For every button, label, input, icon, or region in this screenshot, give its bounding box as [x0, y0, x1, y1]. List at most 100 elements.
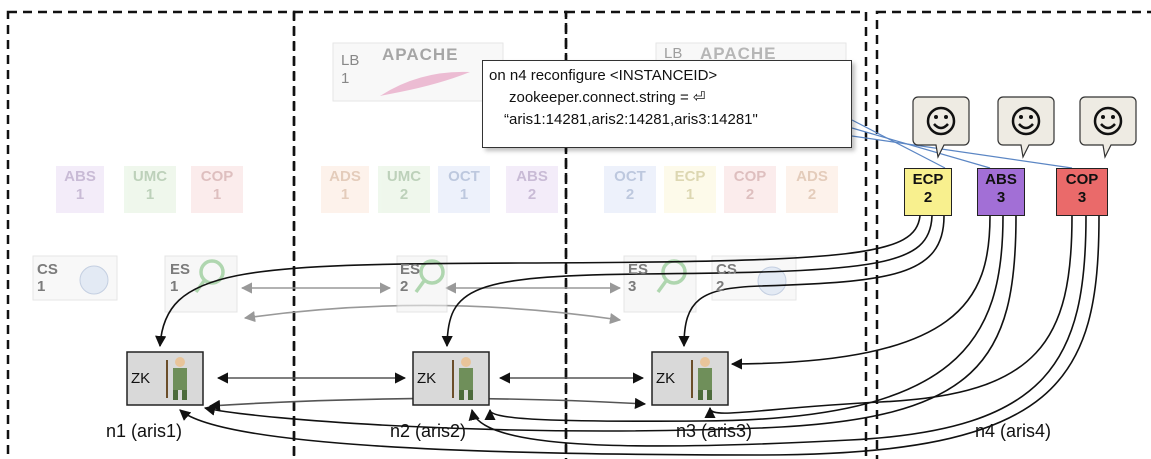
zk-boxes	[126, 351, 729, 406]
node-boundary-n4	[875, 10, 1151, 459]
apache-wordmark-2: APACHE	[700, 44, 777, 63]
service-name: OCT	[448, 168, 480, 185]
magnifier-icon	[199, 259, 225, 285]
service-number: 1	[685, 186, 695, 203]
smiley-bubbles	[912, 96, 1137, 159]
magnifier-icon	[419, 259, 445, 285]
cs-globe-icon	[757, 266, 787, 296]
lb-1-number: 1	[341, 70, 350, 87]
service-oct-2: OCT 2	[604, 166, 656, 213]
node-label-n1: n1 (aris1)	[106, 421, 183, 441]
es-3-box	[623, 255, 697, 313]
zk-2-label: ZK	[417, 370, 437, 387]
cop-to-zk1	[179, 215, 1100, 456]
abs-to-zk3	[730, 215, 991, 370]
service-umc-2: UMC 2	[378, 166, 430, 213]
zk-box-n2	[412, 351, 490, 406]
service-name: COP	[200, 168, 234, 185]
cs-1-label: CS 1	[37, 261, 58, 295]
node-label-n3: n3 (aris3)	[676, 421, 753, 441]
service-name: COP	[1065, 171, 1099, 188]
service-name: OCT	[614, 168, 646, 185]
service-abs-1: ABS 1	[56, 166, 104, 213]
es-3-label: ES 3	[628, 261, 648, 295]
zookeeper-icon	[166, 357, 187, 400]
es-name: ES	[170, 261, 191, 278]
es-name: ES	[400, 261, 421, 278]
service-ads-2: ADS 2	[786, 166, 838, 213]
cs-number: 2	[716, 278, 725, 295]
lb-2-label: LB	[664, 45, 682, 63]
zookeeper-icon	[691, 357, 712, 400]
service-number: 1	[145, 186, 155, 203]
cs-logos	[32, 255, 797, 301]
zookeeper-icon	[452, 357, 473, 400]
service-name: UMC	[132, 168, 168, 185]
lb-1-name: LB	[341, 52, 360, 69]
callout-line-1: on n4 reconfigure <INSTANCEID>	[489, 67, 718, 84]
ecp-to-zk3	[678, 215, 945, 348]
service-abs-2: ABS 2	[506, 166, 558, 213]
es-number: 2	[400, 278, 409, 295]
callout-line-3: “aris1:14281,aris2:14281,aris3:14281"	[504, 111, 758, 128]
service-number: 1	[459, 186, 469, 203]
service-number: 2	[527, 186, 537, 203]
abs-to-zk1	[203, 215, 1017, 432]
node-label-n4: n4 (aris4)	[975, 421, 1052, 441]
node-boundaries	[6, 10, 1151, 459]
service-cop-1: COP 1	[191, 166, 243, 213]
service-number: 1	[212, 186, 222, 203]
apache-lb-1	[332, 42, 504, 102]
es-1-label: ES 1	[170, 261, 190, 295]
zk-3-label: ZK	[656, 370, 676, 387]
cop-to-zk3	[704, 215, 1073, 419]
cs-name: CS	[716, 261, 737, 278]
ecp-to-zk2	[441, 215, 933, 348]
abs-to-zk2	[484, 215, 1004, 423]
service-number: 1	[340, 186, 350, 203]
service-abs-3: ABS 3	[977, 168, 1025, 216]
node-boundary-n3	[564, 10, 868, 459]
smiley-bubble-cop	[1079, 96, 1137, 159]
service-number: 1	[75, 186, 85, 203]
apache-wordmark-1: APACHE	[382, 45, 459, 64]
smiley-bubble-ecp	[912, 96, 970, 159]
cop-to-zk2	[468, 215, 1087, 447]
service-umc-1: UMC 1	[124, 166, 176, 213]
ecp-to-zk1	[155, 215, 921, 348]
service-number: 3	[996, 189, 1006, 206]
lb-2-name: LB	[664, 45, 683, 62]
cs-number: 1	[37, 278, 46, 295]
es-number: 3	[628, 278, 637, 295]
callout-line-2: zookeeper.connect.string = ⏎	[509, 89, 706, 106]
cs-globe-icon	[79, 265, 109, 295]
cs-name: CS	[37, 261, 58, 278]
service-ecp-1: ECP 1	[664, 166, 716, 213]
service-number: 2	[399, 186, 409, 203]
es-number: 1	[170, 278, 179, 295]
service-cop-3: COP 3	[1056, 168, 1108, 216]
service-number: 3	[1077, 189, 1087, 206]
smiley-icon	[926, 106, 956, 136]
es-name: ES	[628, 261, 649, 278]
service-name: ABS	[516, 168, 548, 185]
service-ads-1: ADS 1	[321, 166, 369, 213]
lb-1-label: LB 1	[341, 52, 359, 88]
service-name: COP	[733, 168, 767, 185]
service-name: UMC	[386, 168, 422, 185]
callout-connectors	[851, 119, 1073, 169]
service-number: 2	[923, 189, 933, 206]
service-number: 2	[807, 186, 817, 203]
apache-feather-icon	[380, 71, 470, 96]
cs-2-label: CS 2	[716, 261, 737, 295]
service-ecp-2: ECP 2	[904, 168, 952, 216]
zk-1-label: ZK	[131, 370, 151, 387]
service-name: ADS	[329, 168, 361, 185]
smiley-icon	[1011, 106, 1041, 136]
service-name: ABS	[64, 168, 96, 185]
service-number: 2	[625, 186, 635, 203]
n4-zk-connections	[155, 215, 1100, 456]
node-label-n2: n2 (aris2)	[390, 421, 467, 441]
zk-box-n3	[651, 351, 729, 406]
